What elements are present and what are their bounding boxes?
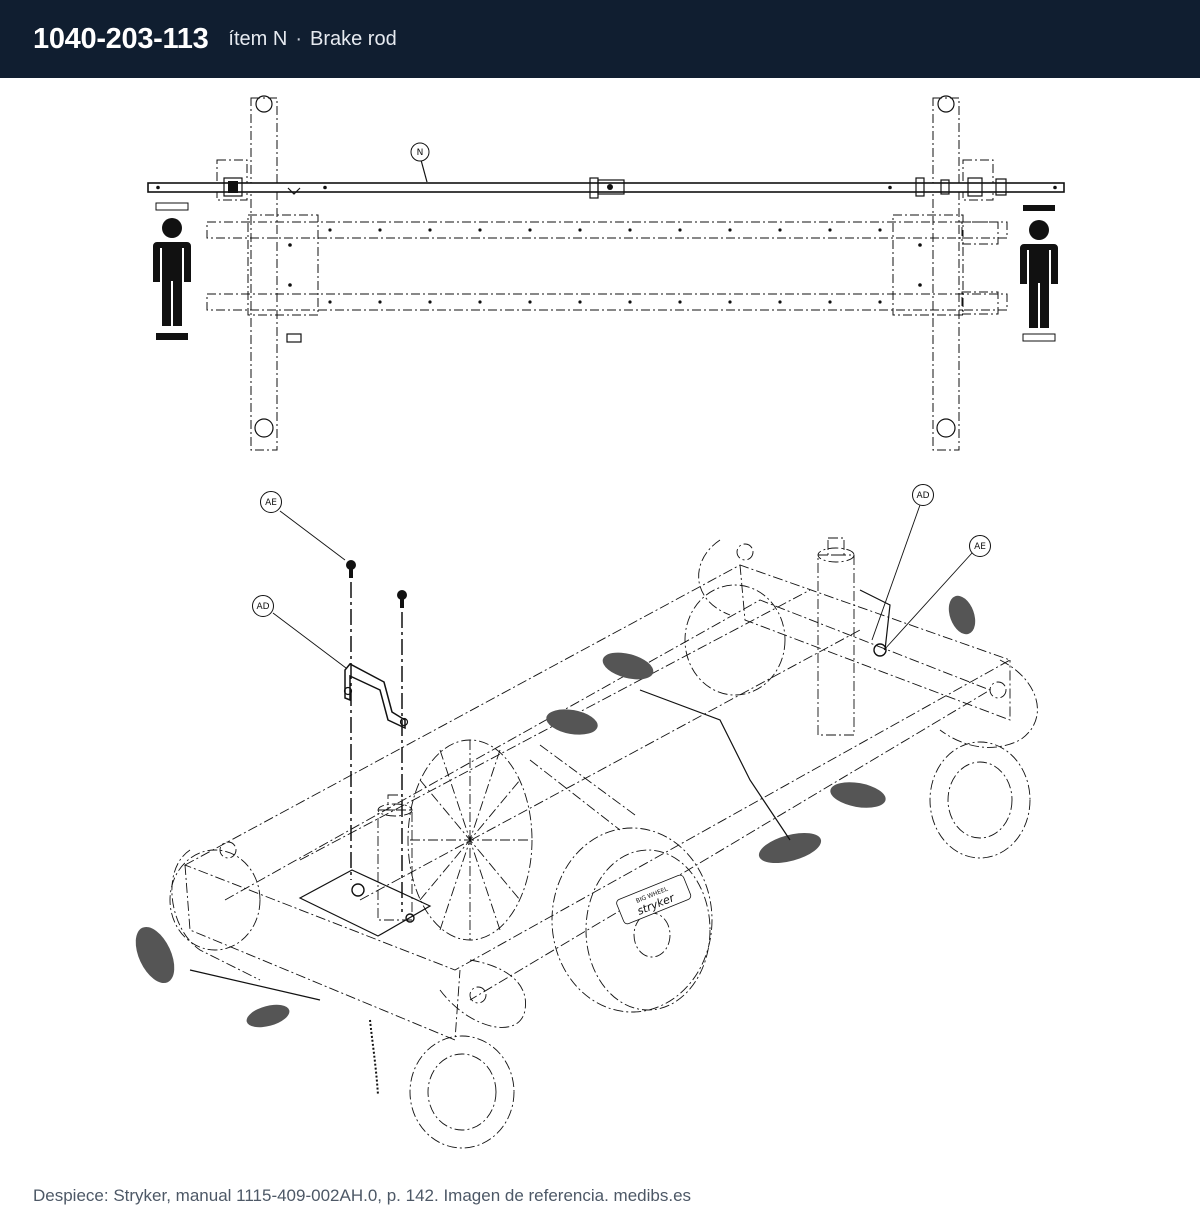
svg-text:AD: AD xyxy=(256,602,269,612)
person-left-icon xyxy=(153,202,191,340)
header-bar: 1040-203-113 ítem N · Brake rod xyxy=(0,0,1200,78)
callout-ad-left: AD xyxy=(252,595,347,669)
bolt-second-left xyxy=(397,590,407,912)
callout-ad-right: AD xyxy=(871,484,934,641)
bolt-ae-left xyxy=(346,560,356,880)
callout-n: N xyxy=(410,142,430,183)
title-separator: · xyxy=(295,27,302,50)
svg-text:AE: AE xyxy=(265,498,277,508)
exploded-parts-diagram: .ln { stroke:#111; stroke-width:1.2; fil… xyxy=(135,95,1065,1149)
top-view-frame xyxy=(206,95,1008,451)
callout-ae-right: AE xyxy=(883,535,991,651)
svg-text:N: N xyxy=(417,148,424,158)
item-label: ítem N xyxy=(228,27,288,50)
part-number: 1040-203-113 xyxy=(33,22,209,55)
source-caption: Despiece: Stryker, manual 1115-409-002AH… xyxy=(33,1186,692,1205)
item-name: Brake rod xyxy=(309,27,397,50)
isometric-stretcher-base: BIG WHEEL stryker xyxy=(135,537,1038,1149)
brake-bracket-exploded xyxy=(343,663,409,730)
svg-text:AE: AE xyxy=(974,542,986,552)
stryker-logo: BIG WHEEL stryker xyxy=(616,874,692,925)
svg-text:AD: AD xyxy=(916,491,929,501)
callout-ae-left: AE xyxy=(260,491,346,561)
person-right-icon xyxy=(1020,205,1058,342)
brake-rod-top-view xyxy=(147,177,1065,199)
